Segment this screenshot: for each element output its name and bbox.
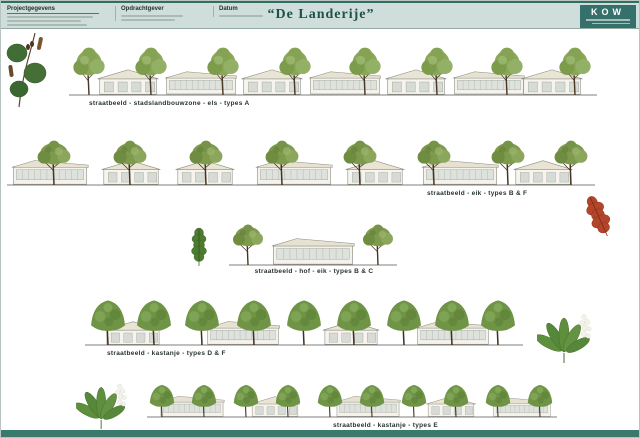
- kow-logo: KOW: [580, 5, 636, 28]
- unreadable-text-line: [121, 15, 183, 17]
- project-info-block: Projectgegevens: [7, 6, 99, 26]
- chestnut-leaf-icon: [76, 383, 128, 430]
- elevation-strip-1: [69, 43, 597, 99]
- strip-5-caption: straatbeeld - kastanje - types E: [333, 422, 438, 429]
- unreadable-text-line: [121, 19, 175, 21]
- elevation-strip-5: [147, 377, 557, 421]
- sheet-title: “De Landerije”: [267, 7, 375, 22]
- strip-2-caption: straatbeeld - eik - types B & F: [427, 190, 528, 197]
- logo-decoration-line: [586, 19, 630, 21]
- strip-4-caption: straatbeeld - kastanje - types D & F: [107, 350, 226, 357]
- client-label: Opdrachtgever: [121, 6, 164, 12]
- strip-3-caption: straatbeeld - hof - eik - types B & C: [254, 268, 374, 275]
- sheet-header: Projectgegevens Opdrachtgever Datum “De …: [1, 1, 639, 29]
- footer-bar: [1, 430, 639, 437]
- kow-logo-text: KOW: [591, 7, 625, 17]
- elevation-strip-5-drawing: [147, 384, 557, 418]
- unreadable-text-line: [219, 15, 263, 17]
- elevation-strip-3: [229, 223, 397, 269]
- unreadable-text-line: [7, 20, 81, 22]
- client-info-block: Opdrachtgever: [115, 6, 201, 21]
- unreadable-text-line: [7, 24, 87, 26]
- green-oak-leaf-icon: [191, 227, 207, 266]
- elevation-strip-3-drawing: [229, 223, 397, 266]
- elevation-strip-2-drawing: [7, 139, 595, 186]
- elevation-strip-4-drawing: [85, 299, 523, 346]
- alder-sprig-icon: [6, 32, 47, 108]
- project-info-label: Projectgegevens: [7, 6, 99, 14]
- strip-1-caption: straatbeeld - stadslandbouwzone - els - …: [89, 100, 250, 107]
- red-oak-leaf-icon: [586, 196, 611, 237]
- elevation-strip-2: [7, 137, 595, 189]
- elevation-strip-4: [85, 293, 523, 349]
- chestnut-leaf-flower-icon: [537, 314, 593, 364]
- unreadable-text-line: [7, 16, 93, 18]
- date-label: Datum: [219, 6, 238, 12]
- elevation-strip-1-drawing: [69, 46, 597, 96]
- date-info-block: Datum: [213, 6, 279, 17]
- logo-decoration-line: [592, 22, 630, 24]
